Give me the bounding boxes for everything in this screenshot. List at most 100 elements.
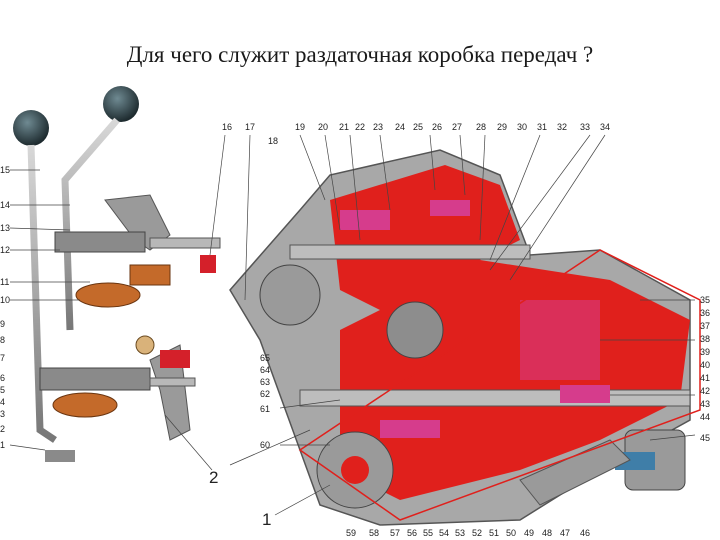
- callouts-top: 16 17 18 19 20 21 22 23 24 25 26 27 28 2…: [222, 122, 610, 146]
- upper-cam: [129, 264, 171, 286]
- callout-21: 21: [339, 122, 349, 132]
- output-shaft: [299, 389, 691, 407]
- big-label-2: 2: [209, 468, 218, 487]
- callout-51: 51: [489, 528, 499, 538]
- slide-title: Для чего служит раздаточная коробка пере…: [126, 42, 594, 67]
- callout-57: 57: [390, 528, 400, 538]
- pink-gear-1: [340, 210, 390, 230]
- lock-sensor: [135, 335, 155, 355]
- callout-24: 24: [395, 122, 405, 132]
- callout-54: 54: [439, 528, 449, 538]
- callout-25: 25: [413, 122, 423, 132]
- callout-27: 27: [452, 122, 462, 132]
- callout-39: 39: [700, 347, 710, 357]
- callout-6: 6: [0, 373, 5, 383]
- callout-55: 55: [423, 528, 433, 538]
- front-flange-hub: [341, 456, 369, 484]
- callout-52: 52: [472, 528, 482, 538]
- shift-lever-assembly: [13, 86, 221, 462]
- lower-spring: [52, 392, 118, 418]
- lever-knob-left: [13, 110, 49, 146]
- callouts-bottom: 59 58 57 56 55 54 53 52 51 50 49 48 47 4…: [346, 528, 590, 538]
- differential-block: [520, 300, 600, 380]
- upper-spring: [75, 282, 141, 308]
- callout-56: 56: [407, 528, 417, 538]
- callout-12: 12: [0, 245, 10, 255]
- callout-58: 58: [369, 528, 379, 538]
- pink-gear-2: [430, 200, 470, 216]
- callout-60: 60: [260, 440, 270, 450]
- callout-10: 10: [0, 295, 10, 305]
- callout-46: 46: [580, 528, 590, 538]
- upper-shift-rod: [149, 237, 221, 249]
- big-label-1: 1: [262, 510, 271, 529]
- callout-31: 31: [537, 122, 547, 132]
- leader-lines: [9, 134, 696, 516]
- callout-38: 38: [700, 334, 710, 344]
- callout-5: 5: [0, 385, 5, 395]
- lever-rod-left: [27, 144, 57, 443]
- callout-4: 4: [0, 397, 5, 407]
- callout-41: 41: [700, 373, 710, 383]
- callouts-right: 35 36 37 38 39 40 41 42 43 44 45: [700, 295, 710, 443]
- upper-rod-end: [200, 255, 216, 273]
- callout-9: 9: [0, 319, 5, 329]
- callout-61: 61: [260, 404, 270, 414]
- callout-19: 19: [295, 122, 305, 132]
- transfer-case-body: [229, 149, 701, 526]
- callout-8: 8: [0, 335, 5, 345]
- callouts-left-mid: 65 64 63 62 61 60: [260, 353, 270, 450]
- callout-62: 62: [260, 389, 270, 399]
- callout-23: 23: [373, 122, 383, 132]
- lower-lever-base: [45, 450, 75, 462]
- callout-11: 11: [0, 277, 9, 287]
- callout-28: 28: [476, 122, 486, 132]
- input-flange: [259, 264, 321, 326]
- callout-53: 53: [455, 528, 465, 538]
- upper-shaft: [289, 244, 531, 260]
- callout-14: 14: [0, 200, 10, 210]
- lower-fork-body: [39, 367, 151, 391]
- callout-34: 34: [600, 122, 610, 132]
- callout-43: 43: [700, 399, 710, 409]
- callout-32: 32: [557, 122, 567, 132]
- callout-30: 30: [517, 122, 527, 132]
- upper-fork-body: [54, 231, 146, 253]
- intermediate-gear: [386, 301, 444, 359]
- lever-knob-right: [103, 86, 139, 122]
- callout-15: 15: [0, 165, 10, 175]
- callout-3: 3: [0, 409, 5, 419]
- callout-20: 20: [318, 122, 328, 132]
- callout-36: 36: [700, 308, 710, 318]
- callout-42: 42: [700, 386, 710, 396]
- callout-16: 16: [222, 122, 232, 132]
- callout-47: 47: [560, 528, 570, 538]
- callout-7: 7: [0, 353, 5, 363]
- callout-29: 29: [497, 122, 507, 132]
- callout-37: 37: [700, 321, 710, 331]
- callout-13: 13: [0, 223, 10, 233]
- callout-49: 49: [524, 528, 534, 538]
- callout-64: 64: [260, 365, 270, 375]
- callout-33: 33: [580, 122, 590, 132]
- callout-26: 26: [432, 122, 442, 132]
- callouts-left-edge: 15 14 13 12 11 10 9 8 7 6 5 4 3 2 1: [0, 165, 10, 450]
- callout-18: 18: [268, 136, 278, 146]
- red-outline-box: [298, 249, 701, 521]
- callout-59: 59: [346, 528, 356, 538]
- lower-shift-rod: [149, 377, 196, 387]
- callout-50: 50: [506, 528, 516, 538]
- callout-44: 44: [700, 412, 710, 422]
- lever-rod-right: [61, 117, 120, 331]
- callout-22: 22: [355, 122, 365, 132]
- lower-rod-end: [160, 350, 190, 368]
- callout-2: 2: [0, 424, 5, 434]
- pink-gear-3: [380, 420, 440, 438]
- callout-1: 1: [0, 440, 5, 450]
- callout-48: 48: [542, 528, 552, 538]
- callout-63: 63: [260, 377, 270, 387]
- callout-40: 40: [700, 360, 710, 370]
- callout-17: 17: [245, 122, 255, 132]
- callout-35: 35: [700, 295, 710, 305]
